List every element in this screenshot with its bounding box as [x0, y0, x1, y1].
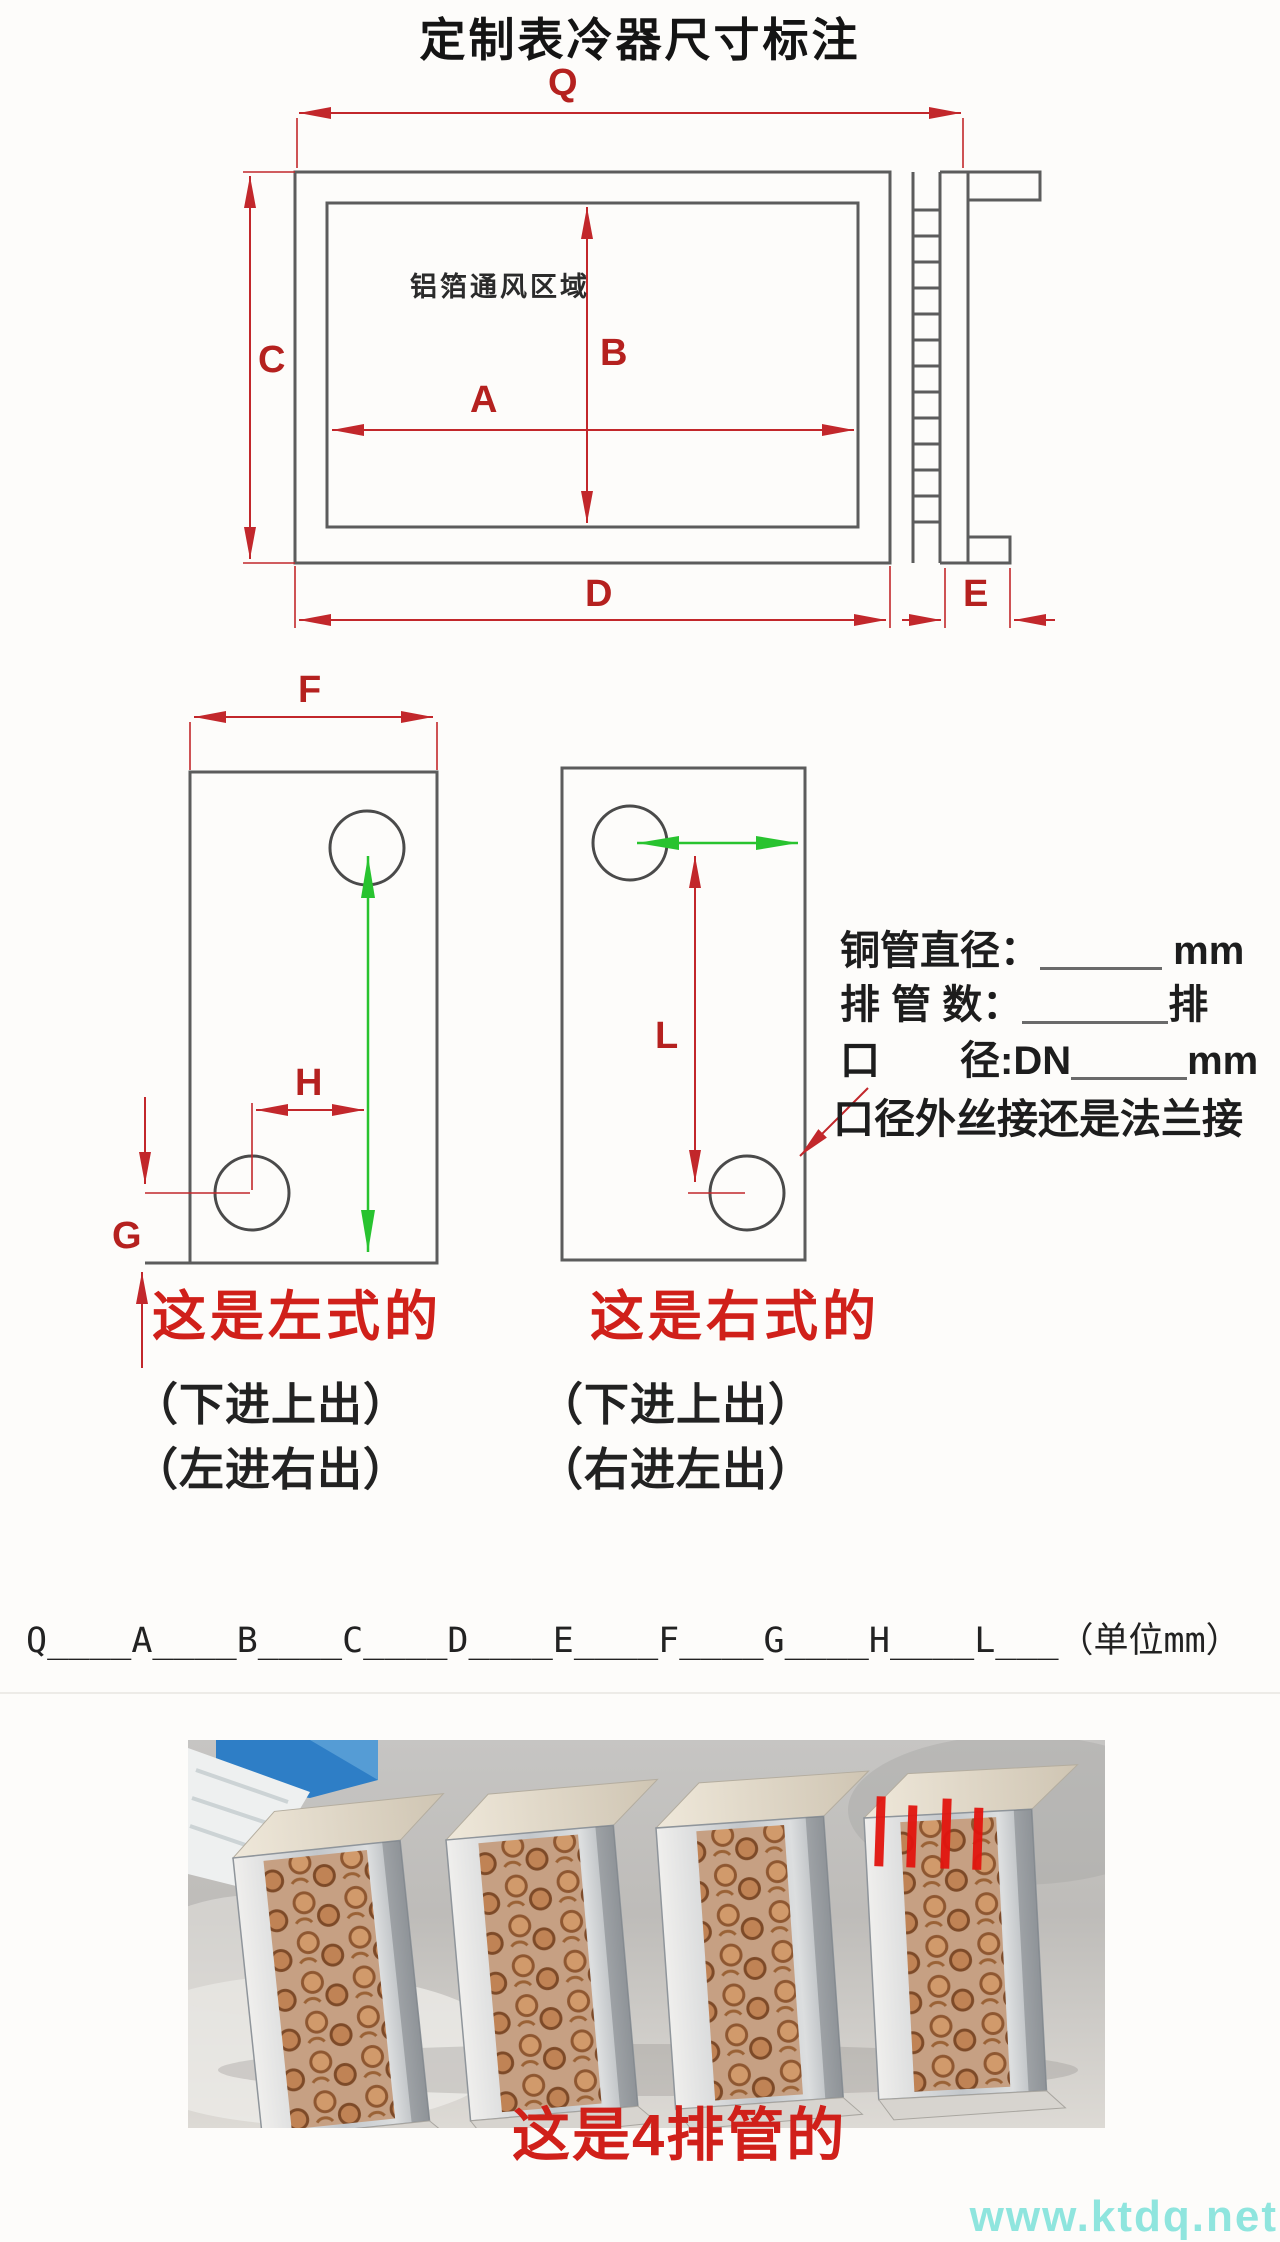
spec-connection-note: 口径外丝接还是法兰接 [833, 1096, 1243, 1142]
dim-label-c: C [258, 339, 285, 381]
dimension-drawing: Q C B A D E 铝箔通风区域 F H [112, 62, 1055, 1368]
coil-unit [444, 1778, 659, 2128]
dim-label-l: L [655, 1015, 678, 1057]
spec-blank-input[interactable] [1022, 983, 1169, 1024]
dim-label-a: A [470, 379, 497, 421]
spec-label: 口 径:DN [840, 1039, 1072, 1083]
spec-line-tube-diameter: 铜管直径： mm [840, 918, 1244, 976]
left-unit-outline [145, 770, 439, 1265]
photo-caption: 这是4排管的 [512, 2103, 847, 2168]
dim-label-b: B [600, 332, 627, 374]
right-unit-caption: 这是右式的 [590, 1287, 880, 1347]
spec-label: 排 管 数： [840, 983, 1023, 1027]
page-title: 定制表冷器尺寸标注 [419, 14, 861, 66]
top-view-dimensions [243, 107, 1055, 628]
watermark: www.ktdq.net [969, 2192, 1278, 2241]
coil-unit [231, 1793, 451, 2128]
left-unit-note-1: （下进上出） [133, 1379, 410, 1430]
spec-unit: mm [1187, 1039, 1259, 1083]
spec-line-port-diameter: 口 径:DN mm [840, 1028, 1258, 1086]
left-unit-caption: 这是左式的 [152, 1287, 442, 1347]
dim-label-f: F [298, 669, 321, 711]
dim-label-g: G [112, 1215, 142, 1257]
left-unit-dimensions [136, 711, 438, 1368]
dim-label-h: H [295, 1062, 322, 1104]
product-photo [188, 1740, 1105, 2128]
dim-label-d: D [585, 573, 612, 615]
right-unit-note-1: （下进上出） [538, 1379, 815, 1430]
spec-unit: 排 [1168, 983, 1209, 1027]
section-divider [0, 1692, 1280, 1694]
spec-unit: mm [1173, 929, 1245, 973]
coil-unit [654, 1770, 870, 2128]
spec-label: 铜管直径： [840, 929, 1040, 973]
spec-line-row-count: 排 管 数： 排 [840, 972, 1208, 1030]
spec-blank-input[interactable] [1071, 1039, 1188, 1080]
dimension-fill-in-row[interactable]: Q____A____B____C____D____E____F____G____… [26, 1621, 1241, 1661]
fin-area-label: 铝箔通风区域 [410, 271, 590, 302]
top-view-outline [293, 170, 1042, 565]
right-unit-note-2: （右进左出） [538, 1444, 815, 1495]
left-unit-note-2: （左进右出） [133, 1444, 410, 1495]
spec-blank-input[interactable] [1040, 929, 1162, 970]
row-count-marks [874, 1796, 984, 1870]
right-unit-dimensions [688, 856, 869, 1194]
dim-label-q: Q [548, 62, 578, 104]
dim-label-e: E [963, 573, 988, 615]
